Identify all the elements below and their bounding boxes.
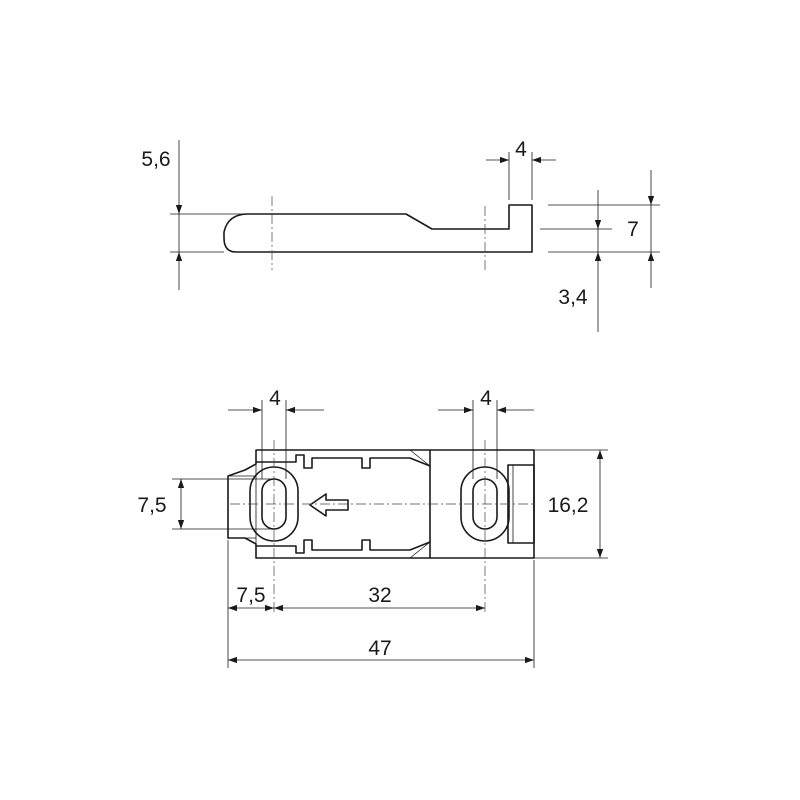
side-view-outline — [223, 204, 533, 253]
inner-frame-chamfer — [409, 541, 431, 559]
dimension-plan-overall-length: 47 — [228, 560, 535, 668]
dimension-label: 7,5 — [137, 494, 166, 517]
dimension-label: 3,4 — [558, 286, 588, 309]
direction-arrow-icon — [309, 493, 349, 517]
dimension-side-top-width: 4 — [486, 138, 556, 200]
dimension-label: 4 — [515, 138, 527, 161]
dimension-side-right-height: 7 — [548, 170, 660, 288]
dimension-label: 4 — [480, 387, 492, 410]
dimension-plan-overall-width: 16,2 — [534, 449, 608, 559]
inner-frame-bottom — [256, 539, 431, 558]
dimension-label: 16,2 — [548, 494, 589, 517]
side-view: 4 5,6 7 3,4 — [141, 138, 660, 332]
inner-frame-chamfer — [409, 449, 431, 467]
dimension-label: 47 — [368, 637, 391, 660]
dimension-plan-slot-width-left: 4 — [228, 387, 324, 479]
plan-view: 4 4 7,5 16,2 7,5 — [137, 387, 608, 668]
inner-frame-top — [256, 450, 431, 469]
dimension-side-right-offset: 3,4 — [540, 190, 612, 332]
dimension-label: 7 — [627, 218, 639, 241]
dimension-plan-slot-width-right: 4 — [438, 387, 534, 479]
dimension-label: 4 — [269, 387, 281, 410]
dimension-label: 7,5 — [236, 584, 265, 607]
dimension-plan-hole-spacing: 32 — [274, 584, 485, 612]
dimension-plan-edge-offset: 7,5 — [227, 540, 274, 668]
dimension-label: 32 — [368, 584, 391, 607]
dimension-plan-slot-length: 7,5 — [137, 478, 274, 530]
dimension-side-left-height: 5,6 — [141, 140, 248, 290]
dimension-label: 5,6 — [141, 148, 170, 171]
